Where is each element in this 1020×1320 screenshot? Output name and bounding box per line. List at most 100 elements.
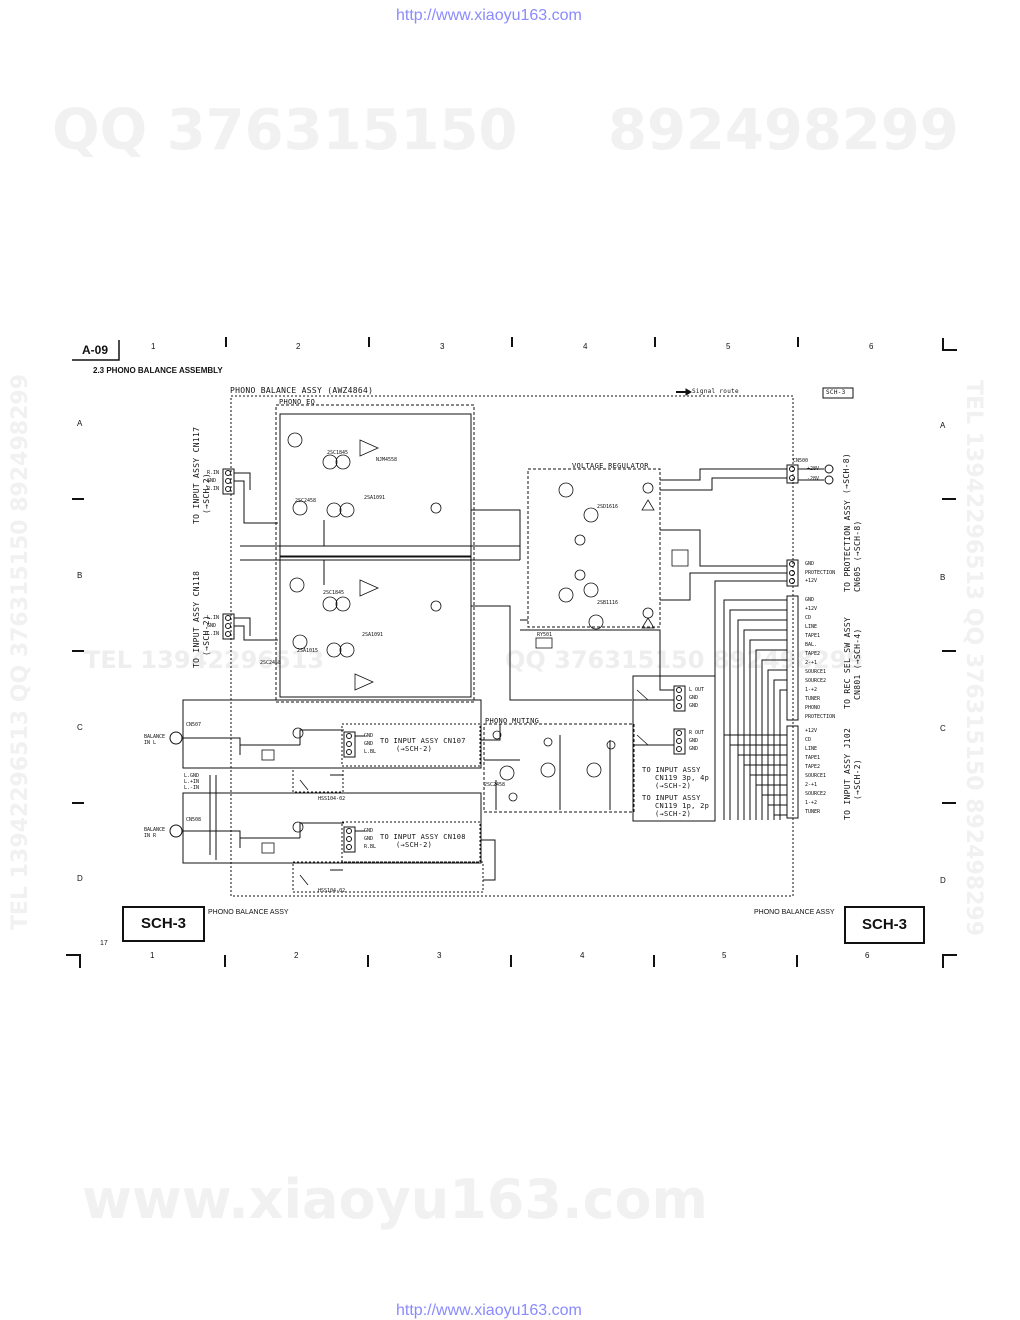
cn107-label: TO INPUT ASSY CN107	[380, 737, 466, 745]
cn507-label: CN507	[186, 722, 202, 728]
balance-r-label: BALANCE IN R	[144, 827, 166, 839]
rec-sel-pin: PHONO	[805, 705, 821, 711]
rout-pin: R OUT	[689, 730, 705, 736]
row-d-right: D	[940, 876, 946, 885]
rec-sel-pin: CD	[805, 615, 812, 621]
watermark-qq-mid: QQ 376315150 892498299	[505, 646, 864, 674]
phono-muting-label: PHONO MUTING	[485, 717, 540, 725]
cn119a-ref: (→SCH-2)	[655, 782, 692, 790]
sheet-tag: SCH-3	[826, 389, 846, 396]
col-3-bottom: 3	[437, 951, 442, 960]
protection-pin: GND	[805, 561, 815, 567]
col-1-top: 1	[151, 342, 156, 351]
cn117-pin-2: GND	[207, 478, 217, 484]
rec-sel-pin: TUNER	[805, 696, 821, 702]
protection-ref: CN605 (→SCH-8)	[853, 520, 862, 592]
footer-sch-right: SCH-3	[861, 916, 907, 933]
rec-sel-pin: +12V	[805, 606, 818, 612]
cn118-pin-3: L.IN	[207, 631, 220, 637]
j102-pin: TUNER	[805, 809, 821, 815]
protection-pin: +12V	[805, 578, 818, 584]
input-j102-label: TO INPUT ASSY J102	[843, 727, 852, 820]
page-tag: A-09	[82, 343, 109, 357]
top-url[interactable]: http://www.xiaoyu163.com	[396, 7, 582, 24]
protection-label: TO PROTECTION ASSY	[843, 499, 852, 592]
row-a-right: A	[940, 421, 946, 430]
bottom-url[interactable]: http://www.xiaoyu163.com	[396, 1302, 582, 1319]
rec-sel-ref: CN801 (→SCH-4)	[853, 628, 862, 700]
rec-sel-pin: SOURCE1	[805, 669, 827, 675]
footer-sch-left: SCH-3	[140, 915, 186, 932]
footer-label-right: PHONO BALANCE ASSY	[754, 909, 835, 916]
row-c-left: C	[77, 723, 83, 732]
cn118-pin-2: GND	[207, 623, 217, 629]
lout-pin: GND	[689, 703, 699, 709]
row-c-right: C	[940, 724, 946, 733]
j102-pin: LINE	[805, 746, 818, 752]
row-a-left: A	[77, 419, 83, 428]
cn119b-ref: (→SCH-2)	[655, 810, 692, 818]
watermark-tel-mid: TEL 13942296513	[84, 646, 325, 674]
col-5-bottom: 5	[722, 951, 727, 960]
col-4-bottom: 4	[580, 951, 585, 960]
part-label: 2SC2458	[260, 660, 282, 666]
rec-sel-pin: TAPE2	[805, 651, 821, 657]
part-label: 2SD1616	[597, 504, 619, 510]
balance-l-label: BALANCE IN L	[144, 734, 166, 746]
l-gnd-pin: L.GND	[184, 773, 200, 779]
lout-pin: L OUT	[689, 687, 705, 693]
col-2-top: 2	[296, 342, 301, 351]
cn117-pin-1: R.IN	[207, 470, 220, 476]
input-j102-ref: (→SCH-2)	[853, 759, 862, 800]
j102-pin: 2-+1	[805, 782, 818, 788]
rec-sel-pin: BAL.	[805, 642, 818, 648]
col-3-top: 3	[440, 342, 445, 351]
cn118-label: TO INPUT ASSY CN118	[192, 570, 201, 668]
rbl-pin: GND	[364, 836, 374, 842]
lbl-pin: GND	[364, 733, 374, 739]
page-number: 17	[100, 940, 108, 947]
rec-sel-pin: TAPE1	[805, 633, 821, 639]
cn119b-label: TO INPUT ASSY	[642, 794, 701, 802]
col-6-bottom: 6	[865, 951, 870, 960]
rec-sel-pin: LINE	[805, 624, 818, 630]
col-4-top: 4	[583, 342, 588, 351]
rec-sel-pin: GND	[805, 597, 815, 603]
part-label: RY501	[537, 632, 553, 638]
l-gnd-pin: L.+IN	[184, 779, 200, 785]
voltage-regulator-label: VOLTAGE REGULATOR	[572, 462, 649, 470]
part-label: 2SA1091	[364, 495, 386, 501]
row-b-left: B	[77, 571, 83, 580]
part-label: 2SB1116	[597, 600, 619, 606]
part-label: NJM4558	[376, 457, 398, 463]
j102-pin: 1-+2	[805, 800, 818, 806]
rec-sel-pin: 2-+1	[805, 660, 818, 666]
part-label: 2SC1845	[327, 450, 349, 456]
cn508-label: CN508	[186, 817, 202, 823]
col-2-bottom: 2	[294, 951, 299, 960]
cn108-label: TO INPUT ASSY CN108	[380, 833, 466, 841]
j102-pin: TAPE2	[805, 764, 821, 770]
j102-pin: SOURCE1	[805, 773, 827, 779]
cn119b-pins: CN119 1p, 2p	[655, 802, 710, 810]
l-gnd-pin: L.-IN	[184, 785, 200, 791]
j102-pin: SOURCE2	[805, 791, 827, 797]
part-label: 2SA1091	[362, 632, 384, 638]
rec-sel-pin: SOURCE2	[805, 678, 827, 684]
supply-pin: +28V	[807, 466, 820, 472]
j102-pin: CD	[805, 737, 812, 743]
col-1-bottom: 1	[150, 951, 155, 960]
phono-eq-label: PHONO EQ	[279, 398, 316, 406]
j102-pin: TAPE1	[805, 755, 821, 761]
cn500-label: CN500	[793, 458, 809, 464]
sch8-ref: (→SCH-8)	[842, 453, 851, 494]
cn119a-pins: CN119 3p, 4p	[655, 774, 710, 782]
watermark-qq-2: 892498299	[608, 98, 959, 163]
row-d-left: D	[77, 874, 83, 883]
col-5-top: 5	[726, 342, 731, 351]
cn117-label: TO INPUT ASSY CN117	[192, 426, 201, 524]
protection-pin: PROTECTION	[805, 570, 836, 576]
part-label: HSS104-02	[318, 888, 346, 894]
rout-pin: GND	[689, 746, 699, 752]
